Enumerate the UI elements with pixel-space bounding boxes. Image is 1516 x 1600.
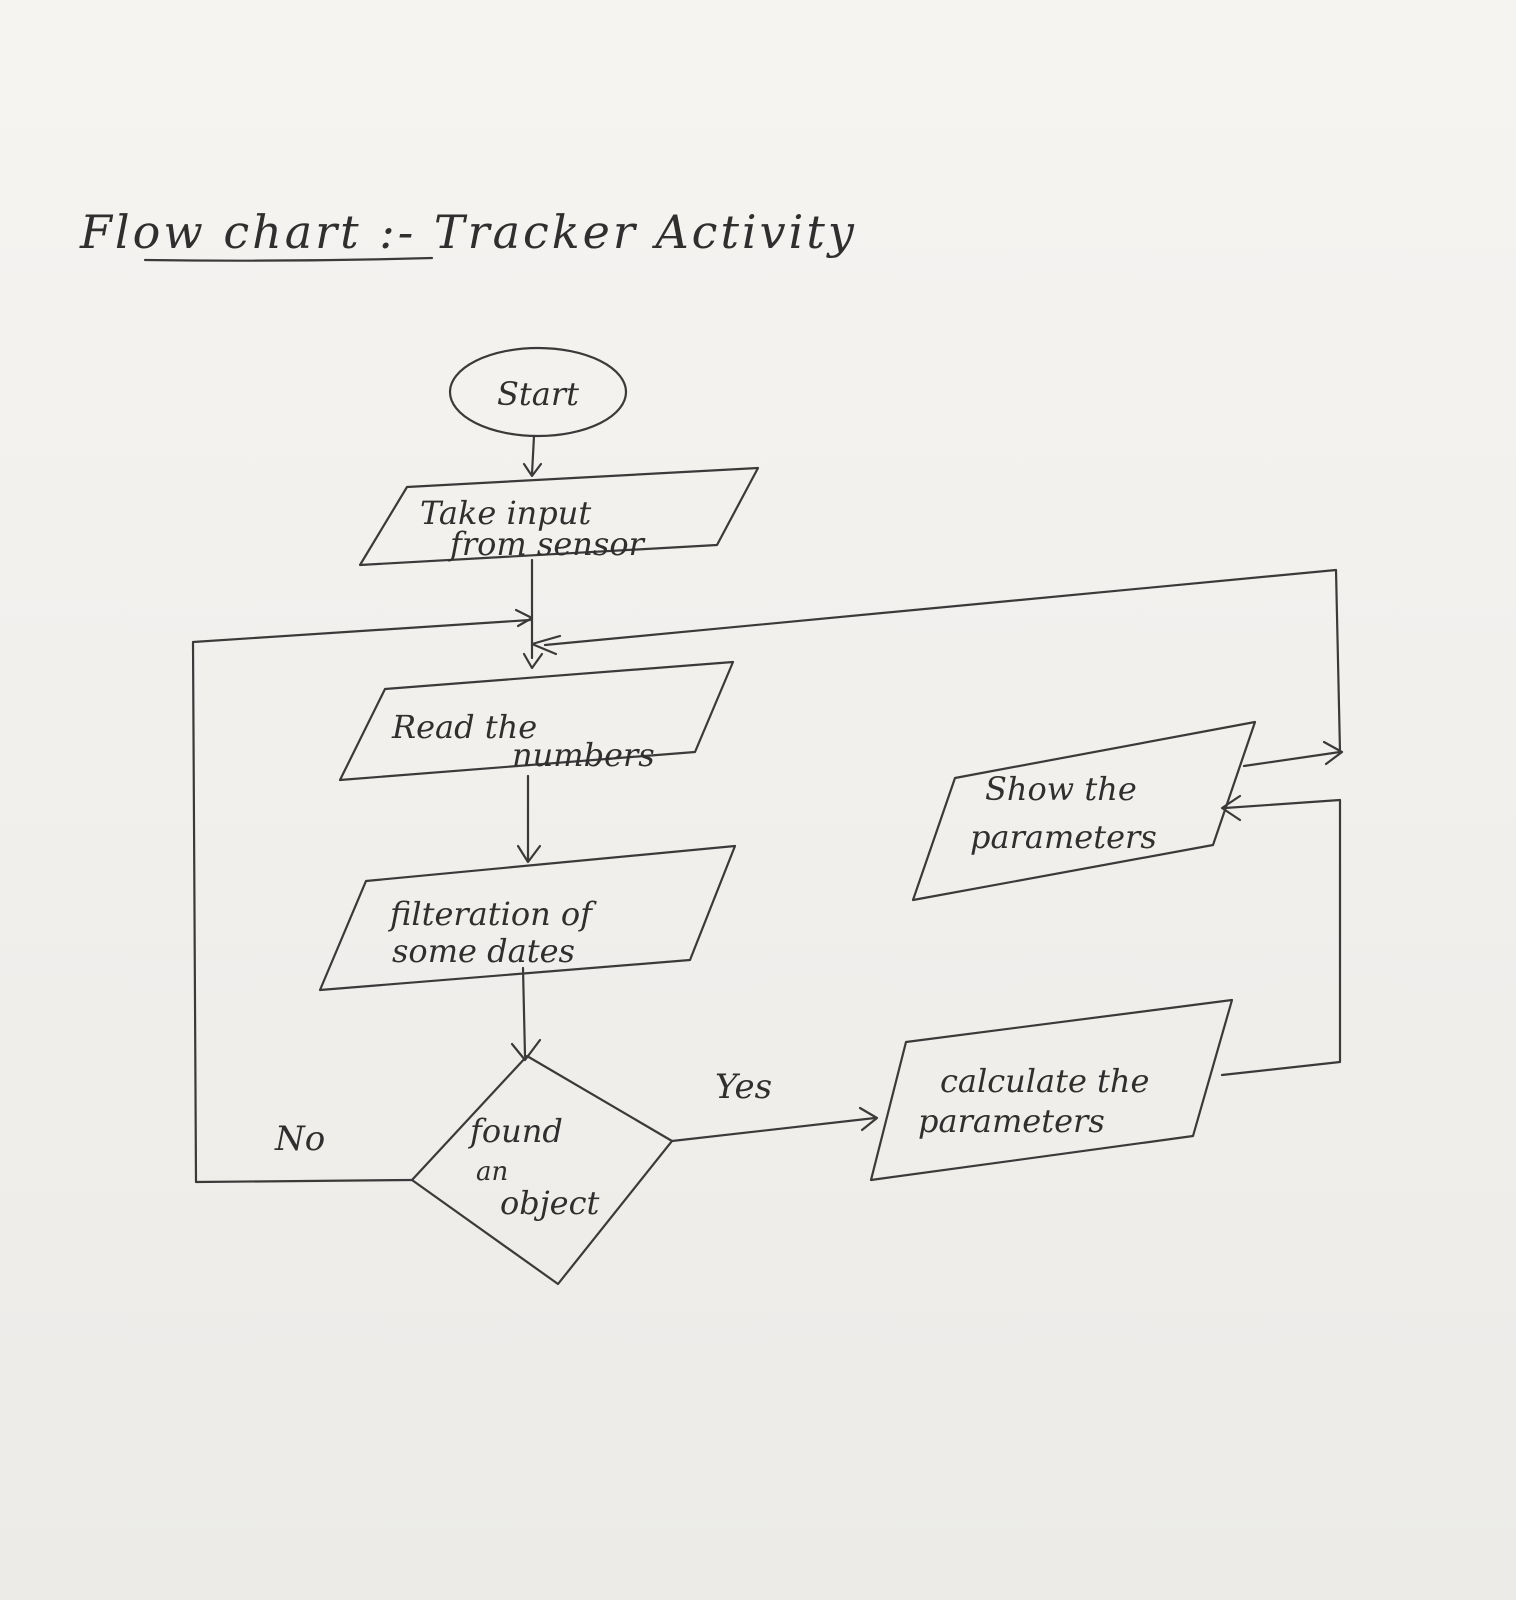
show-label-line1: Show the bbox=[985, 770, 1137, 808]
arrowhead-junction-left bbox=[514, 608, 534, 628]
decision-label-line3: object bbox=[500, 1184, 600, 1222]
no-label: No bbox=[274, 1119, 325, 1159]
show-label-line2: parameters bbox=[970, 818, 1157, 856]
decision-node bbox=[410, 1054, 674, 1286]
start-terminal bbox=[448, 346, 628, 438]
edge-start-to-input bbox=[530, 434, 536, 476]
input-node bbox=[358, 466, 760, 567]
edge-filter-to-decision bbox=[521, 966, 527, 1058]
calculate-node bbox=[869, 998, 1234, 1182]
read-label-line2: numbers bbox=[512, 736, 655, 774]
edge-yes bbox=[670, 1116, 877, 1143]
diagram-title: Flow chart :- Tracker Activity bbox=[79, 205, 857, 259]
arrowhead-junction-right bbox=[530, 634, 562, 656]
input-label-line2: from sensor bbox=[448, 525, 646, 563]
yes-label: Yes bbox=[715, 1067, 772, 1107]
arrowhead-calculate bbox=[858, 1106, 879, 1132]
edge-calculate-to-show bbox=[1220, 798, 1342, 1077]
read-node bbox=[338, 660, 735, 782]
arrowhead-read bbox=[522, 652, 544, 670]
filter-label-line1: filteration of bbox=[388, 895, 597, 933]
decision-label-line1: found bbox=[468, 1112, 563, 1150]
edge-loop-top bbox=[543, 568, 1342, 754]
input-label-line1: Take input bbox=[420, 494, 591, 532]
calculate-label-line2: parameters bbox=[918, 1102, 1105, 1140]
arrowhead-filter bbox=[516, 844, 542, 864]
show-node bbox=[911, 720, 1257, 902]
start-label: Start bbox=[497, 375, 579, 413]
read-label-line1: Read the bbox=[391, 708, 537, 746]
title-underline bbox=[143, 256, 434, 262]
arrowhead-show bbox=[1220, 794, 1242, 822]
filter-label-line2: some dates bbox=[392, 932, 575, 970]
filter-node bbox=[318, 844, 737, 992]
edge-show-right bbox=[1242, 750, 1342, 768]
edge-no-loop bbox=[191, 618, 532, 1184]
calculate-label-line1: calculate the bbox=[940, 1062, 1149, 1100]
arrowhead-input bbox=[522, 462, 543, 478]
arrowhead-show-right bbox=[1322, 740, 1344, 766]
decision-label-line2: an bbox=[476, 1157, 508, 1187]
arrowhead-decision bbox=[510, 1038, 542, 1062]
